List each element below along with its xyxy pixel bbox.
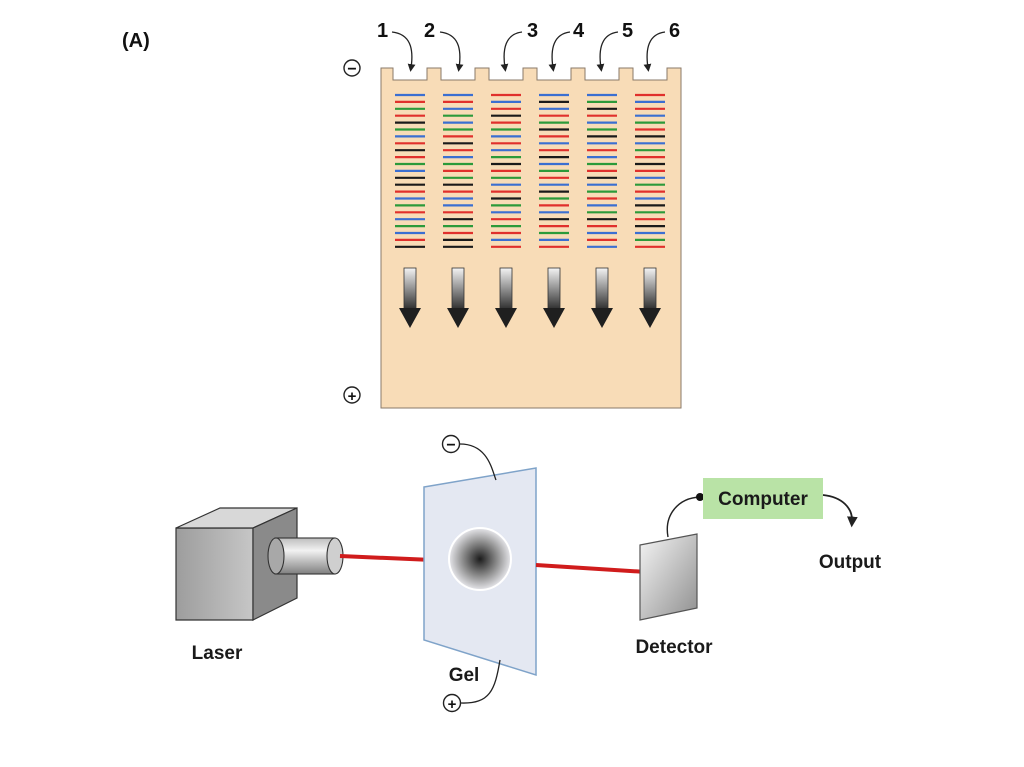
lane-number-1: 1 — [377, 20, 389, 42]
migration-arrows — [399, 267, 661, 328]
lane-number-3: 3 — [527, 20, 539, 42]
lane-3-load-arrow — [500, 31, 523, 72]
laser-label: Laser — [192, 643, 243, 664]
gel-minus-electrode-icon — [343, 59, 361, 77]
gel-plus-electrode-icon — [343, 386, 361, 404]
gel-label: Gel — [449, 665, 480, 686]
lane-1-load-arrow — [391, 31, 416, 72]
migration-arrow-icon — [543, 267, 565, 328]
plate-minus-sign: − — [446, 437, 455, 454]
plate-minus-wire — [459, 443, 497, 481]
laser-box-icon — [175, 507, 344, 621]
migration-arrow-icon — [495, 267, 517, 328]
wire-connector-dot — [696, 493, 704, 501]
plate-plus-sign: + — [448, 696, 457, 713]
detector-label: Detector — [635, 637, 713, 658]
lane-6-load-arrow — [643, 31, 666, 72]
gel-slab — [380, 67, 682, 409]
migration-arrow-icon — [399, 267, 421, 328]
plate-plus-wire — [460, 659, 501, 704]
output-arrow-icon — [822, 494, 858, 528]
lane-number-6: 6 — [669, 20, 681, 42]
gel-plus-sign: + — [348, 388, 357, 405]
output-label: Output — [819, 552, 882, 573]
fluorescent-spot-icon — [448, 527, 512, 591]
gel-minus-sign: − — [347, 61, 356, 78]
lane-4-load-arrow — [548, 31, 571, 72]
detector-icon — [639, 533, 698, 621]
plate-plus-electrode-icon — [442, 693, 462, 713]
gel-bands — [395, 93, 665, 248]
migration-arrow-icon — [639, 267, 661, 328]
migration-arrow-icon — [591, 267, 613, 328]
panel-label: (A) — [122, 30, 150, 52]
lane-number-5: 5 — [622, 20, 634, 42]
lane-number-2: 2 — [424, 20, 436, 42]
lane-2-load-arrow — [439, 31, 464, 72]
plate-minus-electrode-icon — [441, 434, 461, 454]
migration-arrow-icon — [447, 267, 469, 328]
computer-box — [703, 478, 823, 519]
detector-computer-wire — [666, 496, 701, 538]
lane-5-load-arrow — [596, 31, 619, 72]
computer-label: Computer — [718, 489, 808, 510]
lane-number-4: 4 — [573, 20, 585, 42]
